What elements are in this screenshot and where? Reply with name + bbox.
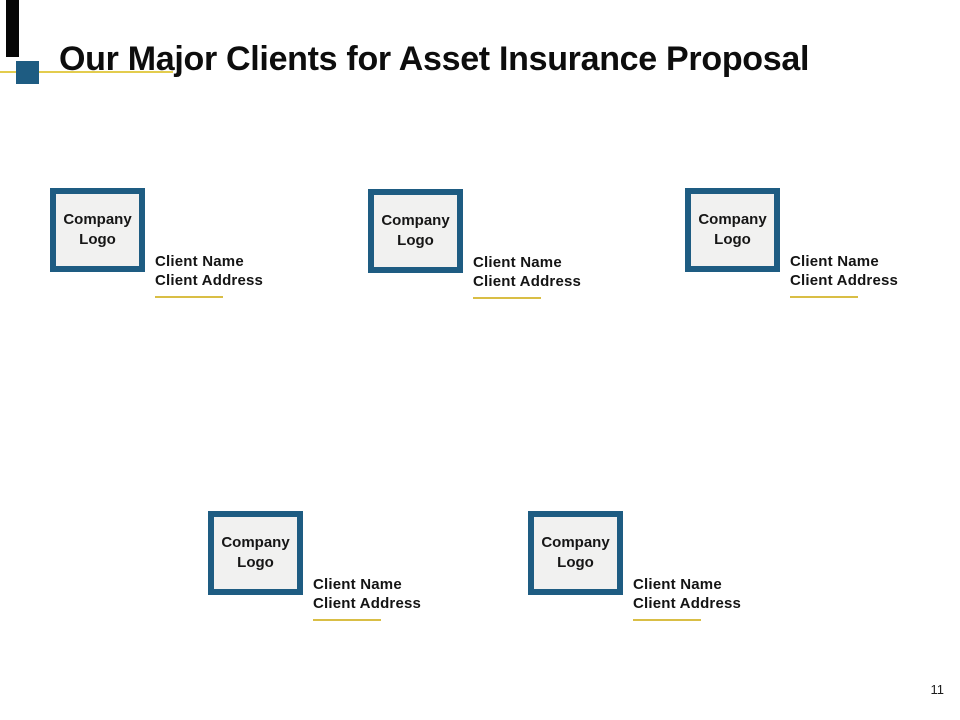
title-underline-rule — [0, 71, 173, 73]
client-underline — [473, 297, 541, 299]
accent-square — [16, 61, 39, 84]
client-address: Client Address — [313, 595, 422, 612]
client-underline — [313, 619, 381, 621]
client-name: Client Name — [155, 253, 244, 270]
company-logo-label: Company Logo — [63, 211, 132, 248]
client-name: Client Name — [633, 576, 722, 593]
client-info: Client Name Client Address — [790, 252, 898, 298]
accent-bar — [6, 0, 19, 57]
client-entry: Company Logo Client Name Client Address — [50, 188, 350, 318]
client-address: Client Address — [790, 272, 899, 289]
client-info: Client Name Client Address — [473, 253, 581, 299]
client-entry: Company Logo Client Name Client Address — [368, 189, 668, 319]
client-address: Client Address — [155, 272, 264, 289]
company-logo-box: Company Logo — [685, 188, 780, 272]
page-number: 11 — [930, 682, 945, 697]
company-logo-label: Company Logo — [381, 212, 450, 249]
client-info: Client Name Client Address — [313, 575, 421, 621]
client-underline — [633, 619, 701, 621]
company-logo-box: Company Logo — [50, 188, 145, 272]
company-logo-label: Company Logo — [541, 534, 610, 571]
client-address: Client Address — [633, 595, 742, 612]
client-entry: Company Logo Client Name Client Address — [528, 511, 828, 641]
company-logo-label: Company Logo — [698, 211, 767, 248]
client-name: Client Name — [790, 253, 879, 270]
client-name: Client Name — [473, 254, 562, 271]
client-name: Client Name — [313, 576, 402, 593]
client-entry: Company Logo Client Name Client Address — [208, 511, 508, 641]
slide-title: Our Major Clients for Asset Insurance Pr… — [59, 39, 810, 78]
company-logo-box: Company Logo — [528, 511, 623, 595]
client-underline — [155, 296, 223, 298]
client-underline — [790, 296, 858, 298]
client-info: Client Name Client Address — [155, 252, 263, 298]
company-logo-label: Company Logo — [221, 534, 290, 571]
client-entry: Company Logo Client Name Client Address — [685, 188, 960, 318]
client-info: Client Name Client Address — [633, 575, 741, 621]
company-logo-box: Company Logo — [208, 511, 303, 595]
company-logo-box: Company Logo — [368, 189, 463, 273]
client-address: Client Address — [473, 273, 582, 290]
